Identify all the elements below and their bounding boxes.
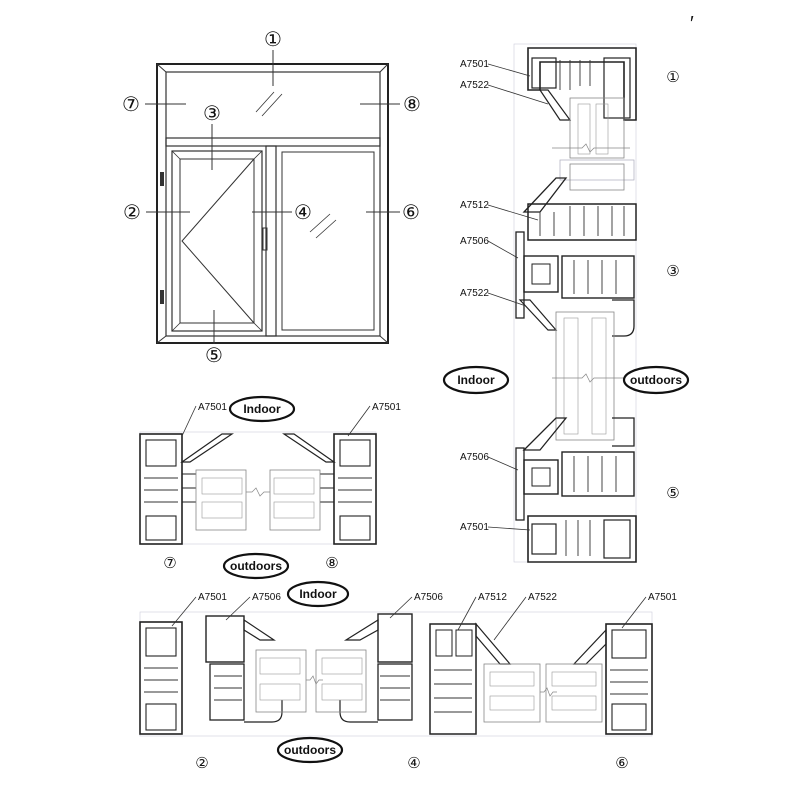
oval-outdoors-2-4-6: outdoors xyxy=(276,736,344,764)
svg-text:Indoor: Indoor xyxy=(243,402,281,416)
label-A7506-low: A7506 xyxy=(460,452,489,463)
horizontal-section-7-8: A7501 A7501 ⑦ ⑧ xyxy=(139,402,401,572)
label-A7501-2: A7501 xyxy=(198,592,227,603)
label-A7522-4: A7522 xyxy=(528,592,557,603)
oval-outdoors-7-8: outdoors xyxy=(222,552,290,580)
marker-1: ① xyxy=(666,69,679,86)
callout-2: ② xyxy=(123,202,141,224)
window-elevation: ① ⑦ ③ ⑧ ② ④ ⑥ ⑤ xyxy=(122,29,421,367)
svg-text:outdoors: outdoors xyxy=(630,373,682,387)
label-A7501-7: A7501 xyxy=(198,402,227,413)
callout-1: ① xyxy=(264,29,282,51)
corner-mark: ′ xyxy=(690,13,694,35)
label-A7506-2: A7506 xyxy=(252,592,281,603)
callout-3: ③ xyxy=(203,103,221,125)
label-A7512: A7512 xyxy=(460,200,489,211)
marker-6: ⑥ xyxy=(615,755,628,772)
label-A7522-top: A7522 xyxy=(460,80,489,91)
oval-indoor-7-8: Indoor xyxy=(228,395,296,423)
label-A7501-6: A7501 xyxy=(648,592,677,603)
callout-8: ⑧ xyxy=(403,94,421,116)
label-A7501-top: A7501 xyxy=(460,59,489,70)
svg-text:Indoor: Indoor xyxy=(457,373,495,387)
callout-6: ⑥ xyxy=(402,202,420,224)
callout-4: ④ xyxy=(294,202,312,224)
oval-outdoors-right: outdoors xyxy=(622,365,690,395)
svg-text:outdoors: outdoors xyxy=(284,743,336,757)
callout-7: ⑦ xyxy=(122,94,140,116)
marker-3: ③ xyxy=(666,263,679,280)
callout-5: ⑤ xyxy=(205,345,223,367)
svg-text:outdoors: outdoors xyxy=(230,559,282,573)
svg-text:Indoor: Indoor xyxy=(299,587,337,601)
oval-indoor-right: Indoor xyxy=(442,365,510,395)
label-A7501-8: A7501 xyxy=(372,402,401,413)
marker-2: ② xyxy=(195,755,208,772)
label-A7512-4: A7512 xyxy=(478,592,507,603)
label-A7506-mid: A7506 xyxy=(460,236,489,247)
vertical-section-1-3-5: A7501 A7522 A7512 A7506 A7522 A7506 A750… xyxy=(460,43,680,563)
label-A7501-bottom: A7501 xyxy=(460,522,489,533)
horizontal-section-2-4-6: A7501 A7506 A7506 A7512 A7522 A7501 ② ④ … xyxy=(139,592,677,772)
marker-7: ⑦ xyxy=(163,555,176,572)
oval-indoor-2-4-6: Indoor xyxy=(286,580,350,608)
marker-5: ⑤ xyxy=(666,485,679,502)
label-A7506-4: A7506 xyxy=(414,592,443,603)
marker-8: ⑧ xyxy=(325,555,338,572)
marker-4: ④ xyxy=(407,755,420,772)
label-A7522-mid: A7522 xyxy=(460,288,489,299)
